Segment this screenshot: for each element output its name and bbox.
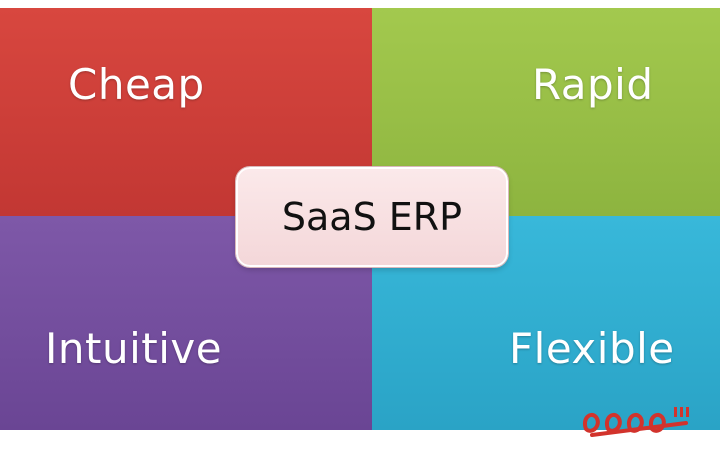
center-label: SaaS ERP [281,195,463,239]
logo-watermark-icon [583,407,689,437]
quadrant-intuitive: Intuitive [0,216,372,430]
quadrant-label-cheap: Cheap [68,60,205,109]
quadrant-label-intuitive: Intuitive [45,324,223,373]
quadrant-cheap: Cheap [0,8,372,216]
quadrant-label-rapid: Rapid [532,60,654,109]
center-box: SaaS ERP [236,167,508,267]
quadrant-label-flexible: Flexible [509,324,675,373]
